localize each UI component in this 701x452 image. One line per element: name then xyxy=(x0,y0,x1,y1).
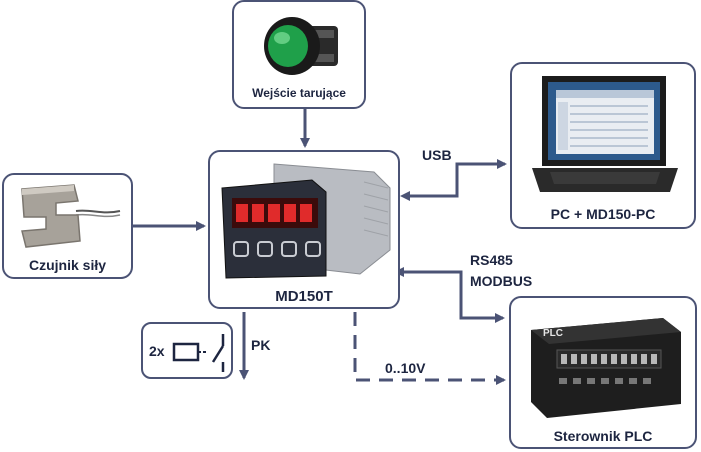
analog-dashed-arrow xyxy=(353,312,506,385)
plc-controller-icon xyxy=(531,318,681,418)
relay-box: 2x xyxy=(141,322,233,379)
meter-box: MD150T xyxy=(208,150,400,309)
panel-meter-icon xyxy=(221,163,391,279)
modbus-label: MODBUS xyxy=(470,273,533,289)
load-cell-icon xyxy=(21,184,121,248)
tare-input-box: Wejście tarujące xyxy=(232,0,366,109)
tare-input-label: Wejście tarujące xyxy=(252,86,346,100)
push-button-icon xyxy=(264,17,338,75)
plc-device-text: PLC xyxy=(543,328,563,339)
force-sensor-box: Czujnik siły xyxy=(2,173,133,279)
laptop-icon xyxy=(532,76,678,192)
pc-label: PC + MD150-PC xyxy=(550,206,656,222)
force-sensor-label: Czujnik siły xyxy=(28,257,107,273)
plc-label: Sterownik PLC xyxy=(553,428,653,444)
relay-output-label: PK xyxy=(251,337,271,353)
pc-box: PC + MD150-PC xyxy=(510,62,696,229)
relay-coil-icon xyxy=(172,334,225,372)
usb-arrow xyxy=(400,159,507,201)
usb-label: USB xyxy=(422,147,452,163)
plc-box: PLC Sterownik PLC xyxy=(509,296,697,449)
rs485-arrow xyxy=(394,267,505,323)
analog-output-label: 0..10V xyxy=(385,360,426,376)
relay-count-label: 2x xyxy=(149,343,165,359)
meter-label: MD150T xyxy=(275,288,333,305)
rs485-label: RS485 xyxy=(470,252,513,268)
